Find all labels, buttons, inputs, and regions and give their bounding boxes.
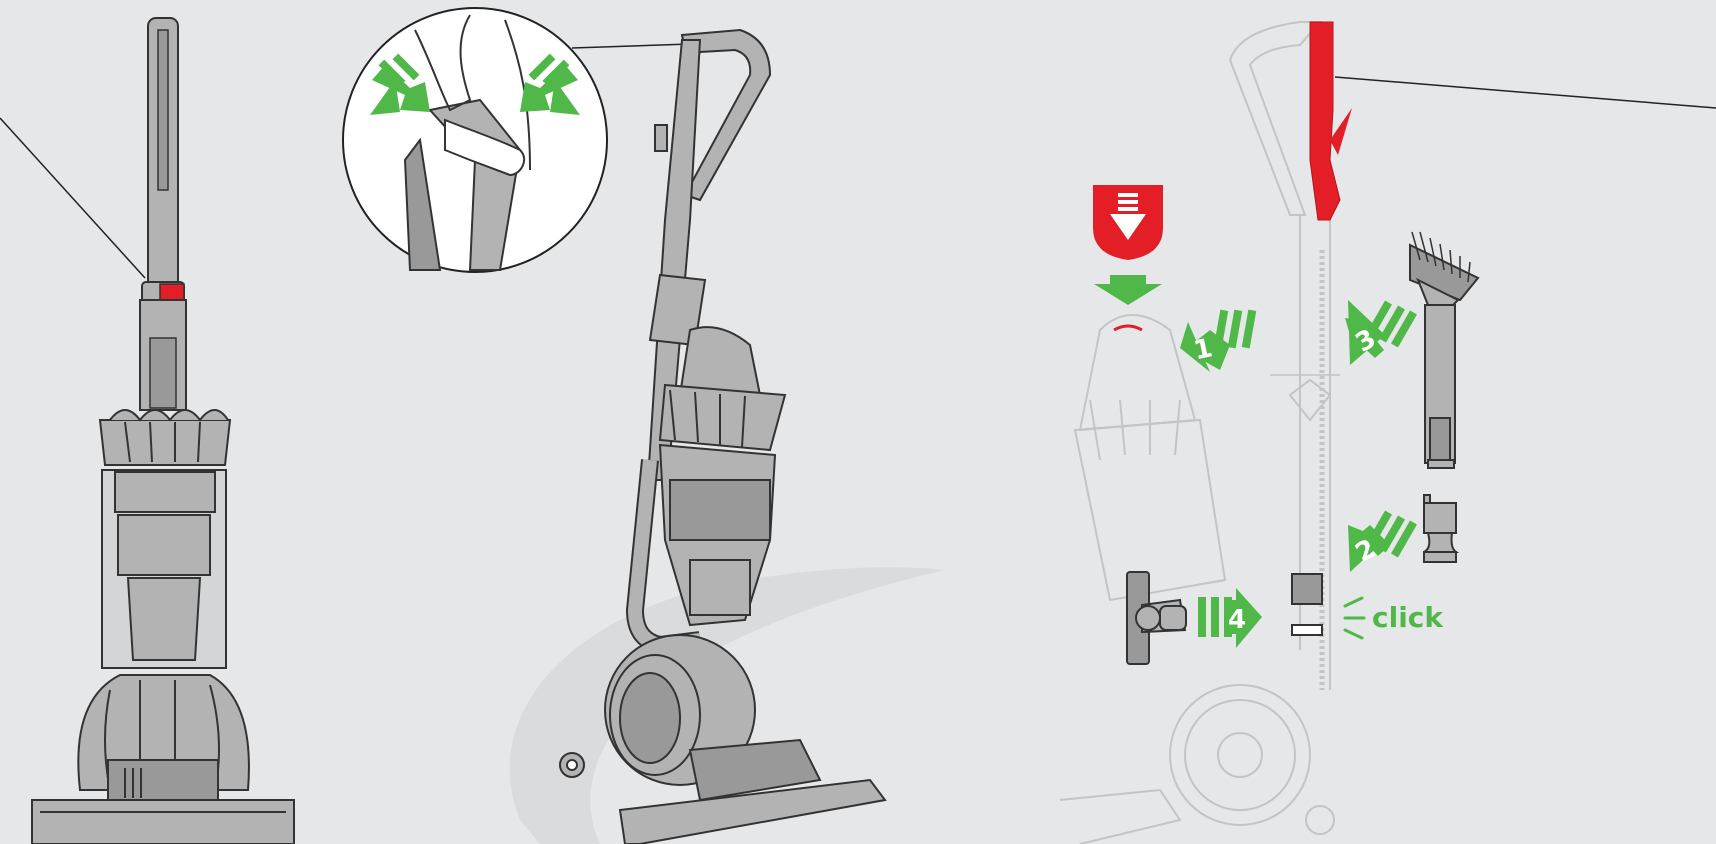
- vacuum-outline-view: [1060, 22, 1340, 844]
- click-indicator-icon: [1345, 598, 1364, 638]
- highlighted-wand: [1310, 22, 1716, 220]
- docked-clip: [1292, 574, 1322, 635]
- crevice-brush-tool: [1410, 232, 1478, 468]
- callout-line-inset: [572, 44, 690, 48]
- down-arrow-icon: [1094, 275, 1162, 305]
- red-tab-marker: [1114, 326, 1142, 330]
- adapter-tool: [1424, 495, 1456, 562]
- vacuum-tilted-view: [560, 30, 885, 844]
- outline-ball: [1170, 685, 1310, 825]
- turbine-tool: [1127, 572, 1186, 664]
- cyclone-head: [100, 420, 230, 465]
- callout-line-right: [1335, 77, 1716, 108]
- tilted-cyclone: [660, 385, 785, 450]
- release-button-icon: [1093, 185, 1163, 260]
- vacuum-front-view: [0, 18, 294, 844]
- grip-detail-inset: [343, 8, 690, 272]
- callout-line-left: [0, 118, 145, 278]
- step-4-number: 4: [1228, 605, 1246, 635]
- cleaner-head: [32, 800, 294, 844]
- click-label: click: [1372, 601, 1444, 634]
